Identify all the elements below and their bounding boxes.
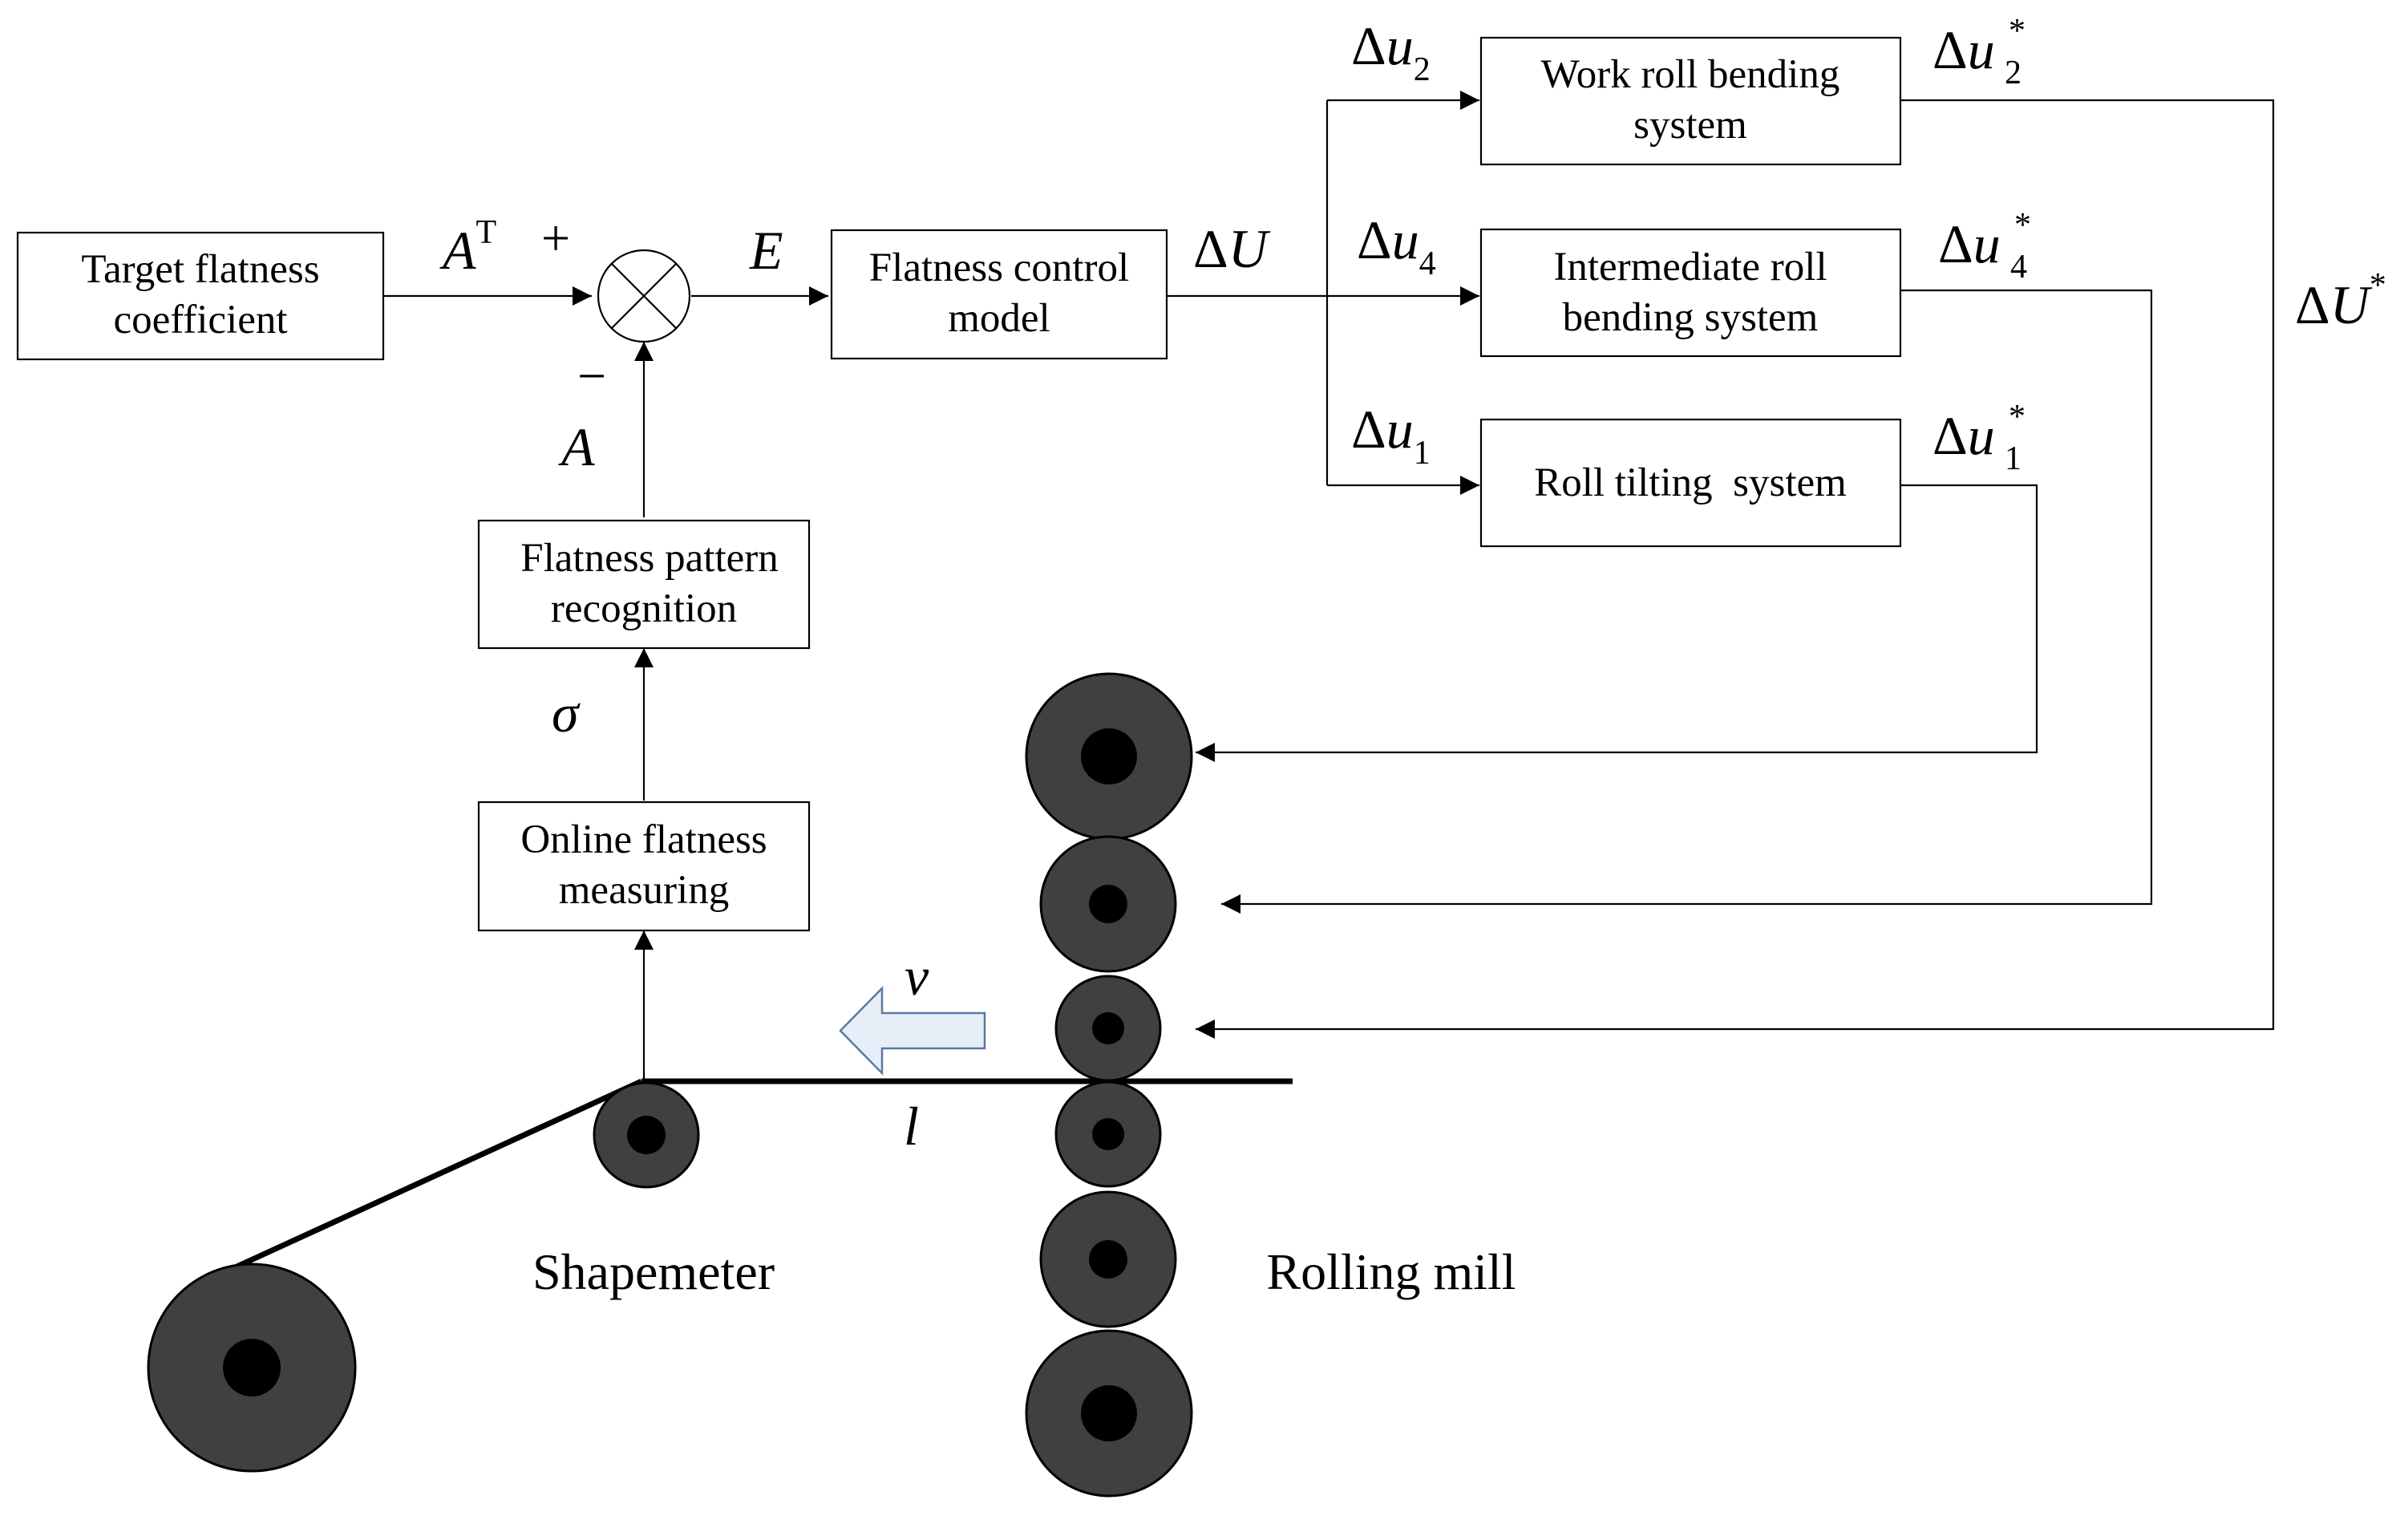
signal-sigma: σ <box>552 683 581 744</box>
strip-direction-arrow <box>839 985 986 1076</box>
block-target-rect <box>16 231 385 361</box>
signal-e: E <box>749 220 783 281</box>
block-pattern-line1: Flatness pattern <box>520 536 779 581</box>
block-target-line1: Target flatness <box>81 247 319 292</box>
svg-text:1: 1 <box>2005 440 2022 477</box>
sign-plus: + <box>541 209 570 266</box>
block-intermediate-roll-bending: Intermediate roll bending system <box>1479 228 1902 358</box>
mill-work-roll-top-hub <box>1092 1012 1124 1044</box>
block-work-roll-line1: Work roll bending <box>1541 52 1840 97</box>
signal-delta-u2-star: Δu * 2 <box>1932 13 2026 91</box>
mill-backup-roll-bottom-hub <box>1081 1385 1137 1441</box>
block-measuring-rect <box>477 801 811 932</box>
summer-cross-b <box>611 263 677 329</box>
block-intermediate-line1: Intermediate roll <box>1553 245 1827 290</box>
block-roll-tilting: Roll tilting system <box>1479 418 1902 548</box>
block-control-rect <box>830 229 1168 360</box>
block-tilting-line1: Roll tilting system <box>1534 460 1847 505</box>
block-work-roll-rect <box>1479 36 1902 166</box>
block-measuring-line2: measuring <box>559 868 729 913</box>
block-control-line2: model <box>948 296 1050 341</box>
signal-a: A <box>558 416 595 477</box>
wire-tilting-feedback <box>1196 484 2038 762</box>
svg-text:Δu: Δu <box>1938 213 2001 274</box>
svg-text:4: 4 <box>2010 249 2027 286</box>
block-intermediate-rect <box>1479 228 1902 358</box>
block-work-roll-bending: Work roll bending system <box>1479 36 1902 166</box>
svg-text:Δu: Δu <box>1932 405 1995 466</box>
block-flatness-pattern-recognition: Flatness pattern recognition <box>477 519 811 650</box>
block-work-roll-line2: system <box>1633 103 1747 148</box>
signal-delta-u1-star: Δu * 1 <box>1932 399 2026 477</box>
mill-intermediate-roll-bottom-hub <box>1089 1240 1127 1279</box>
shapemeter-roll-hub <box>627 1116 666 1154</box>
signal-v: v <box>905 946 929 1007</box>
block-pattern-rect <box>477 519 811 650</box>
mill-intermediate-roll-top-hub <box>1089 885 1127 923</box>
signal-l: l <box>904 1096 919 1157</box>
signal-delta-u4-star: Δu * 4 <box>1938 207 2031 286</box>
signal-delta-u4: Δu4 <box>1357 209 1436 282</box>
block-target-line2: coefficient <box>113 298 287 343</box>
wire-intermediate-feedback <box>1221 289 2153 914</box>
signal-delta-u1: Δu1 <box>1351 399 1431 472</box>
caption-shapemeter: Shapemeter <box>532 1243 775 1300</box>
strip <box>204 1078 1293 1284</box>
block-measuring-line1: Online flatness <box>520 817 767 862</box>
coiler <box>147 1263 357 1473</box>
summing-junction <box>597 249 691 343</box>
signal-a-transpose: AT <box>439 214 496 281</box>
block-control-line1: Flatness control <box>869 245 1129 290</box>
block-online-flatness-measuring: Online flatness measuring <box>477 801 811 932</box>
strip-to-coiler <box>204 1078 643 1284</box>
mill-backup-roll-top-hub <box>1081 728 1137 784</box>
shapemeter-roll <box>593 1081 700 1189</box>
coiler-hub <box>223 1339 281 1396</box>
svg-text:*: * <box>2009 399 2026 436</box>
svg-text:Δu: Δu <box>1932 19 1995 80</box>
rolling-mill-stack <box>1025 672 1193 1498</box>
block-flatness-control-model: Flatness control model <box>830 229 1168 360</box>
wire-work-roll-feedback <box>1196 99 2275 1039</box>
sign-minus: − <box>577 347 606 404</box>
block-intermediate-line2: bending system <box>1563 295 1819 340</box>
svg-text:*: * <box>2014 207 2031 244</box>
caption-rolling-mill: Rolling mill <box>1266 1243 1516 1300</box>
block-pattern-line2: recognition <box>551 586 737 631</box>
mill-work-roll-bottom-hub <box>1092 1118 1124 1150</box>
block-tilting-rect <box>1479 418 1902 548</box>
signal-delta-u-total-star: ΔU* <box>2295 267 2386 335</box>
svg-text:*: * <box>2009 13 2026 50</box>
signal-delta-u2: Δu2 <box>1351 15 1431 88</box>
connections <box>383 91 2275 1079</box>
block-target-flatness: Target flatness coefficient <box>16 231 385 361</box>
svg-text:2: 2 <box>2005 55 2022 91</box>
signal-delta-u-total: ΔU <box>1193 218 1271 279</box>
